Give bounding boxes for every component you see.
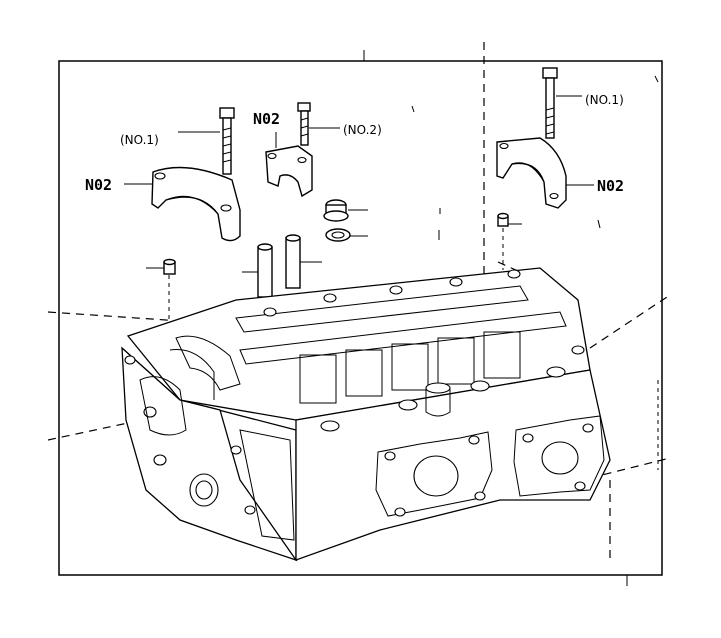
label-no1-right: (NO.1) <box>585 93 624 107</box>
mark-2 <box>411 105 415 113</box>
cylinder-head <box>121 267 611 562</box>
right-camshaft-bearing-cap <box>496 137 567 209</box>
mark-5 <box>597 219 601 229</box>
label-n02-right: N02 <box>597 177 624 195</box>
guide-right-upper-axis <box>589 294 671 349</box>
label-no2-center: (NO.2) <box>343 123 382 137</box>
center-camshaft-bearing-cap <box>265 145 313 198</box>
right-dowel-pin <box>497 212 509 227</box>
guide-lower-left-axis <box>47 419 143 441</box>
left-dowel-pin <box>163 258 176 275</box>
left-cap-bolt <box>219 107 235 175</box>
label-n02-left: N02 <box>85 176 112 194</box>
left-camshaft-bearing-cap <box>151 166 241 242</box>
plug-and-washer <box>323 199 351 242</box>
right-cap-bolt <box>542 67 558 139</box>
valve-guides <box>257 234 301 298</box>
label-no1-left: (NO.1) <box>120 133 159 147</box>
mark-1 <box>654 75 659 83</box>
label-n02-center: N02 <box>253 110 280 128</box>
center-cap-bolt <box>297 102 311 146</box>
diagram-frame <box>58 60 663 576</box>
